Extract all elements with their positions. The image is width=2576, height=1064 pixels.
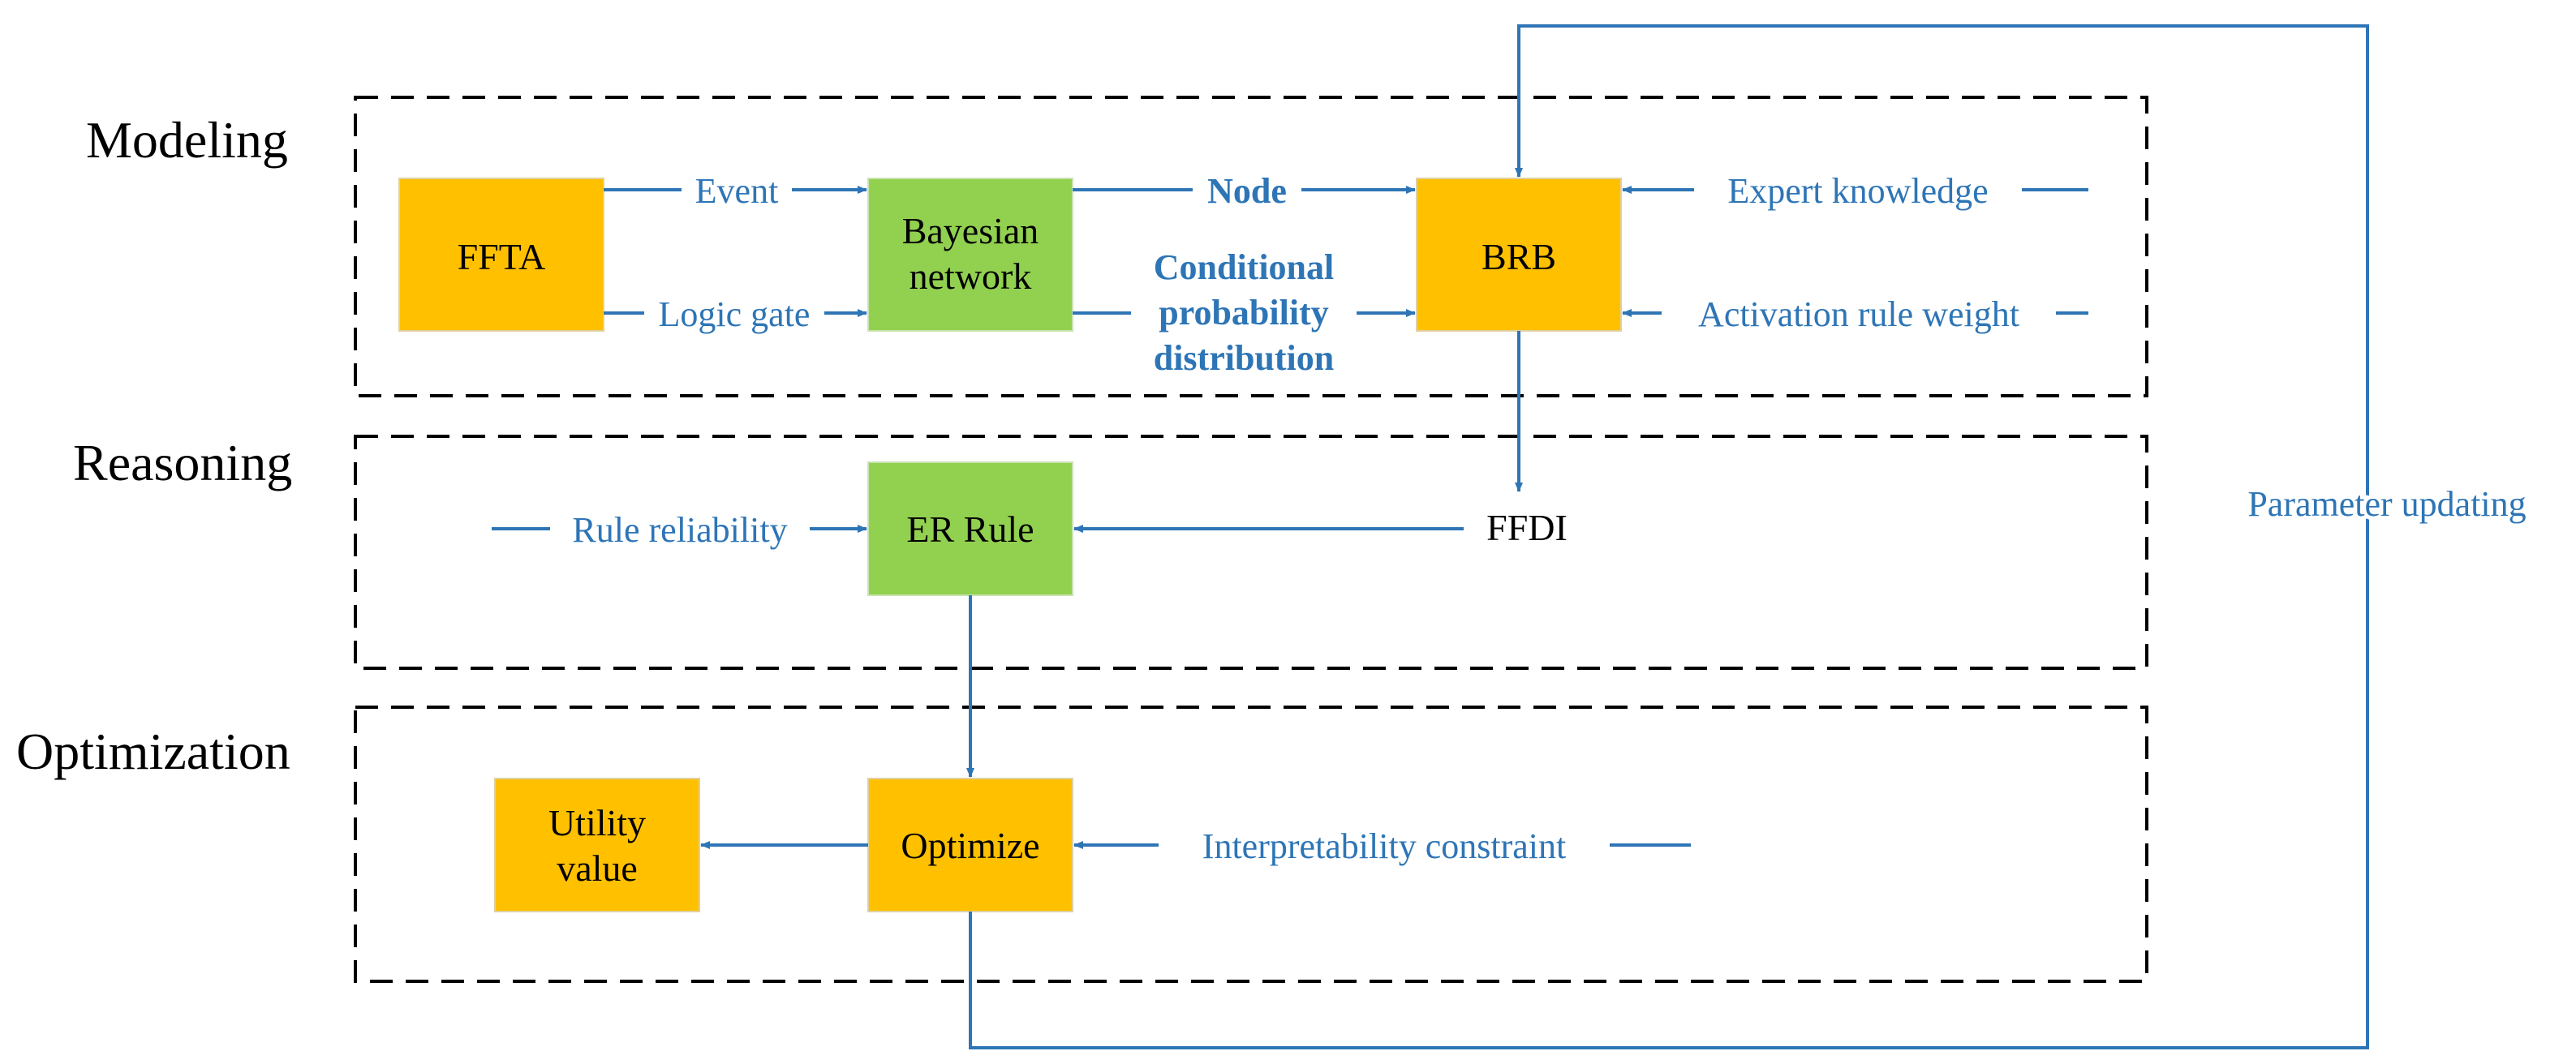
- ffta-box: [398, 178, 604, 332]
- edge-label-expert-knowledge: Expert knowledge: [1727, 171, 1988, 211]
- utility-value-box: [494, 778, 700, 912]
- modeling-section-box: [354, 96, 2148, 397]
- edge-label-cpd-line2: probability: [1159, 293, 1328, 332]
- bayesian-label-line1: Bayesian: [902, 210, 1039, 251]
- edge-label-event: Event: [695, 171, 779, 211]
- brb-label: BRB: [1482, 236, 1556, 277]
- ffta-label: FFTA: [458, 236, 546, 277]
- reasoning-section-box: [354, 435, 2148, 670]
- er-rule-label: ER Rule: [906, 508, 1034, 550]
- edge-label-rule-reliability: Rule reliability: [572, 510, 787, 550]
- edge-label-cpd-line1: Conditional: [1154, 247, 1335, 287]
- optimize-box: [867, 778, 1073, 912]
- edge-parameter-updating-loop: [969, 24, 2369, 1049]
- optimization-section-box: [354, 706, 2148, 983]
- edge-label-activation-rule-weight: Activation rule weight: [1698, 294, 2019, 334]
- bayesian-network-box: [867, 178, 1073, 332]
- edge-label-node: Node: [1207, 171, 1287, 211]
- bayesian-label-line2: network: [910, 255, 1032, 297]
- optimize-label: Optimize: [901, 825, 1039, 866]
- edge-label-interpretability-constraint: Interpretability constraint: [1202, 826, 1566, 866]
- edge-label-parameter-updating: Parameter updating: [2247, 484, 2526, 524]
- ffdi-label: FFDI: [1486, 507, 1568, 548]
- utility-label-line1: Utility: [548, 802, 646, 843]
- er-rule-box: [867, 461, 1073, 596]
- utility-label-line2: value: [557, 847, 638, 889]
- edge-label-logic-gate: Logic gate: [659, 294, 811, 334]
- edge-label-cpd-line3: distribution: [1154, 338, 1335, 378]
- section-label-modeling: Modeling: [86, 111, 288, 169]
- section-label-optimization: Optimization: [16, 723, 290, 780]
- section-label-reasoning: Reasoning: [73, 434, 292, 491]
